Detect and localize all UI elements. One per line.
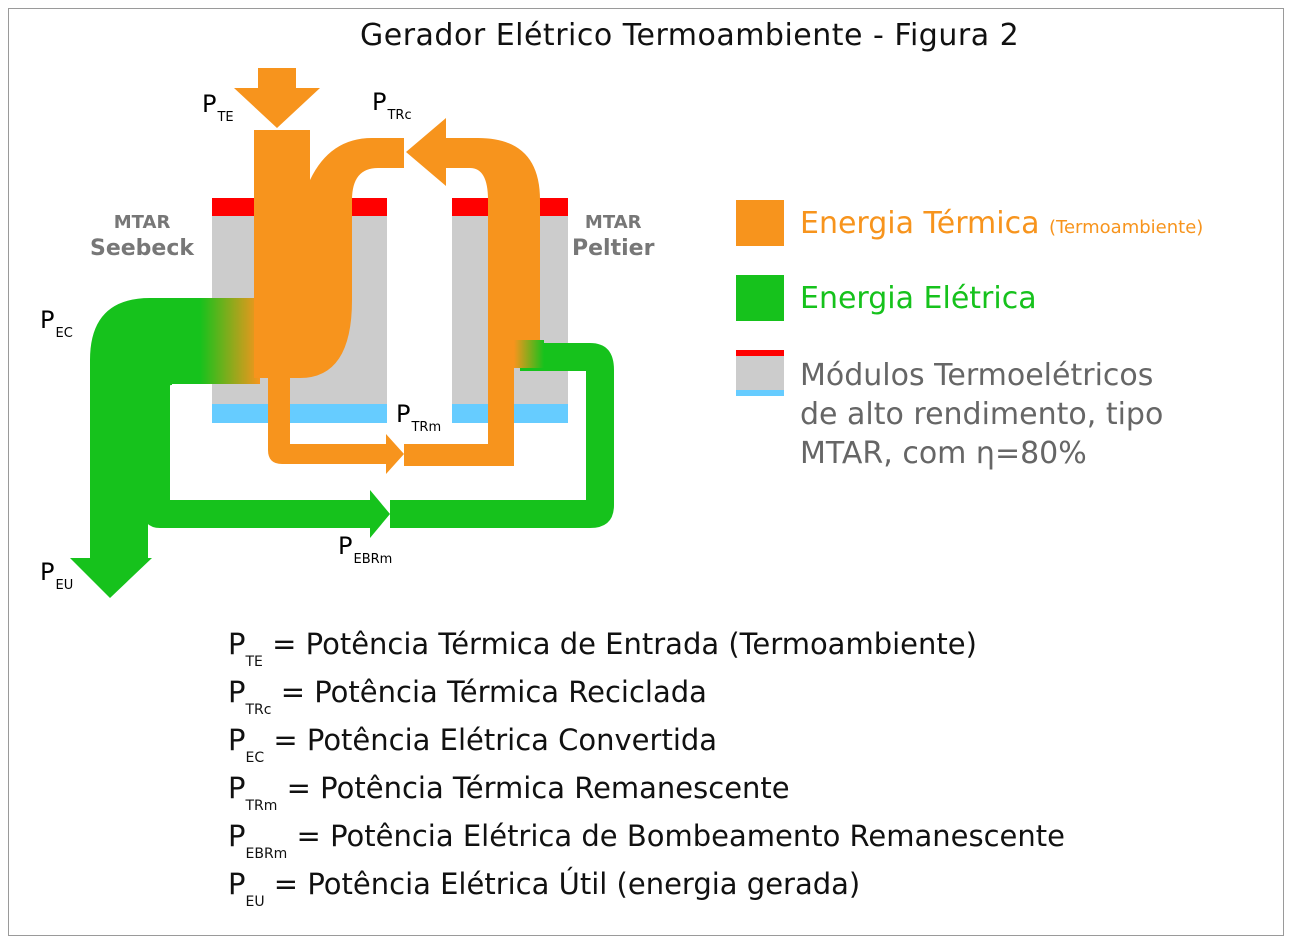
- legend-electric-text: Energia Elétrica: [800, 281, 1037, 316]
- definition-pte: PTE = Potência Térmica de Entrada (Termo…: [228, 627, 977, 670]
- label-ptrm: PTRm: [396, 400, 442, 435]
- label-peu: PEU: [40, 558, 74, 593]
- thermal-remaining-arrow: [268, 378, 404, 474]
- definition-pebrm: PEBRm = Potência Elétrica de Bombeamento…: [228, 819, 1065, 862]
- seebeck-module-label: MTAR Seebeck: [90, 212, 194, 262]
- seebeck-gradient: [200, 298, 260, 384]
- figure-frame: [8, 8, 1284, 936]
- figure-title: Gerador Elétrico Termoambiente - Figura …: [360, 18, 1020, 53]
- peltier-name-label: Peltier: [572, 235, 655, 261]
- thermal-main-flow: [254, 130, 404, 378]
- electric-loop-peltier: [390, 343, 614, 528]
- definition-pec: PEC = Potência Elétrica Convertida: [228, 723, 718, 766]
- peltier-gradient: [514, 340, 544, 368]
- electric-inner-return: [140, 384, 170, 514]
- label-pec: PEC: [40, 306, 73, 341]
- peltier-mtar-label: MTAR: [584, 212, 642, 233]
- electric-loop-gap: [172, 384, 212, 500]
- ebrm-arrow: [140, 470, 390, 538]
- label-ptrc: PTRc: [372, 88, 412, 123]
- legend-module-cold-stripe: [736, 390, 784, 396]
- legend-thermal-text: Energia Térmica (Termoambiente): [800, 206, 1204, 241]
- definitions-list: PTE = Potência Térmica de Entrada (Termo…: [228, 620, 1065, 910]
- thermal-recycled-flow: [404, 118, 540, 466]
- legend-module-text: Módulos Termoelétricos de alto rendiment…: [800, 358, 1164, 471]
- seebeck-mtar-label: MTAR: [113, 212, 171, 233]
- peltier-module-label: MTAR Peltier: [572, 212, 654, 262]
- seebeck-name-label: Seebeck: [90, 235, 195, 261]
- label-pte: PTE: [202, 90, 234, 125]
- seebeck-cold-side: [212, 404, 387, 423]
- legend-thermal-swatch: [736, 200, 784, 246]
- legend-module-hot-stripe: [736, 350, 784, 356]
- definition-ptrc: PTRc = Potência Térmica Reciclada: [228, 675, 707, 718]
- legend-module-swatch: [736, 350, 784, 396]
- legend-electric-swatch: [736, 275, 784, 321]
- definition-peu: PEU = Potência Elétrica Útil (energia ge…: [228, 867, 861, 910]
- label-pebrm: PEBRm: [338, 532, 393, 567]
- definition-ptrm: PTRm = Potência Térmica Remanescente: [228, 771, 790, 814]
- thermal-input-arrow: [234, 68, 320, 128]
